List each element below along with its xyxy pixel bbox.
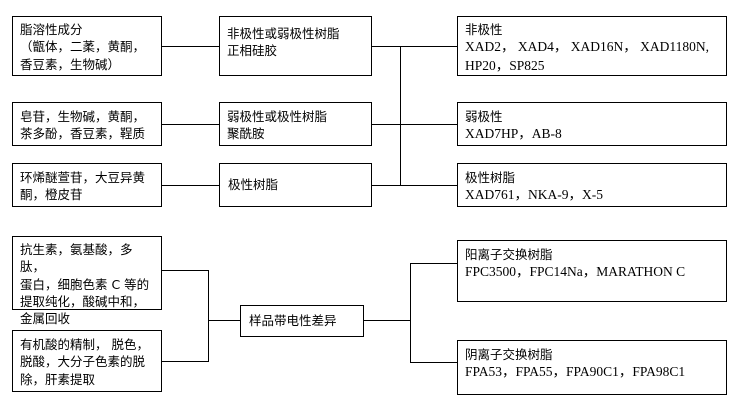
result-row3-line1: XAD761，NKA-9，X-5 <box>465 187 603 203</box>
result-row3-heading: 极性树脂 <box>465 170 516 185</box>
connector-sample-method-row1 <box>162 46 219 47</box>
result-anion-heading: 阴离子交换树脂 <box>465 347 553 362</box>
application-2-line1: 有机酸的精制， 脱色， <box>20 337 149 352</box>
upper-vertical-bus <box>400 46 401 186</box>
result-box-row2: 弱极性 XAD7HP，AB-8 <box>457 102 727 146</box>
result-cation-heading: 阳离子交换树脂 <box>465 247 553 262</box>
application-box-1: 抗生素，氨基酸，多肽， 蛋白，细胞色素 C 等的 提取纯化，酸碱中和， 金属回收 <box>12 236 162 326</box>
method-row3-line1: 极性树脂 <box>228 177 279 193</box>
connector-sample-method-row3 <box>162 185 219 186</box>
ion-exchange-result-box-2: 阴离子交换树脂 FPA53，FPA55，FPA90C1，FPA98C1 <box>457 340 727 395</box>
connector-bracket-result1 <box>410 263 457 264</box>
connector-app2-stub <box>162 361 209 362</box>
result-box-row1: 非极性 XAD2， XAD4， XAD16N， XAD1180N, HP20，S… <box>457 16 727 76</box>
connector-principle-bracket <box>364 320 411 321</box>
connector-method-bus-row1 <box>372 46 457 47</box>
connector-method-bus-row2 <box>372 124 457 125</box>
method-row1-line2: 正相硅胶 <box>227 43 278 59</box>
connector-bracket-principle <box>208 320 240 321</box>
application-1-line1: 抗生素，氨基酸，多肽， <box>20 242 133 275</box>
result-row1-heading: 非极性 <box>465 22 503 37</box>
application-1-line2: 蛋白，细胞色素 C 等的 <box>20 276 150 292</box>
sample-row2-line1: 皂苷，生物碱，黄酮， <box>20 109 146 124</box>
ion-exchange-result-box-1: 阳离子交换树脂 FPC3500，FPC14Na，MARATHON C <box>457 240 727 302</box>
lower-right-bracket <box>410 263 411 363</box>
result-row2-line1: XAD7HP，AB-8 <box>465 126 562 142</box>
method-row1-line1: 非极性或弱极性树脂 <box>227 26 340 41</box>
result-box-row3: 极性树脂 XAD761，NKA-9，X-5 <box>457 163 727 207</box>
lower-left-bracket <box>208 270 209 362</box>
method-row2-line1: 弱极性或极性树脂 <box>227 109 328 124</box>
sample-box-row1: 脂溶性成分 （甑体，二葇，黄酮， 香豆素，生物碱） <box>12 16 162 76</box>
principle-label: 样品带电性差异 <box>249 313 337 329</box>
sample-row1-line1: 脂溶性成分 <box>20 22 83 37</box>
principle-box: 样品带电性差异 <box>240 305 364 337</box>
application-1-line3: 提取纯化，酸碱中和， <box>20 293 146 309</box>
method-box-row1: 非极性或弱极性树脂 正相硅胶 <box>219 16 372 76</box>
method-box-row2: 弱极性或极性树脂 聚酰胺 <box>219 102 372 146</box>
result-row1-line2: HP20，SP825 <box>465 57 545 73</box>
sample-row1-line2: （甑体，二葇，黄酮， <box>20 39 146 55</box>
sample-row1-line3: 香豆素，生物碱） <box>20 56 121 72</box>
result-row2-heading: 弱极性 <box>465 109 503 124</box>
sample-row2-line2: 茶多酚，香豆素，鞓质 <box>20 126 146 142</box>
sample-box-row2: 皂苷，生物碱，黄酮， 茶多酚，香豆素，鞓质 <box>12 102 162 146</box>
application-box-2: 有机酸的精制， 脱色， 脱酸，大分子色素的脱 除，肝素提取 <box>12 330 162 392</box>
application-2-line2: 脱酸，大分子色素的脱 <box>20 354 146 370</box>
sample-box-row3: 环烯醚萱苷，大豆异黄 酮，橙皮苷 <box>12 163 162 207</box>
connector-sample-method-row2 <box>162 124 219 125</box>
method-box-row3: 极性树脂 <box>219 163 372 207</box>
result-cation-line1: FPC3500，FPC14Na，MARATHON C <box>465 264 686 280</box>
result-anion-line1: FPA53，FPA55，FPA90C1，FPA98C1 <box>465 364 686 380</box>
connector-app1-stub <box>162 270 209 271</box>
connector-method-bus-row3 <box>372 185 457 186</box>
sample-row3-line1: 环烯醚萱苷，大豆异黄 <box>20 170 146 185</box>
application-1-line4: 金属回收 <box>20 311 71 326</box>
sample-row3-line2: 酮，橙皮苷 <box>20 187 83 203</box>
method-row2-line2: 聚酰胺 <box>227 126 265 142</box>
connector-bracket-result2 <box>410 362 457 363</box>
application-2-line3: 除，肝素提取 <box>20 371 96 387</box>
result-row1-line1: XAD2， XAD4， XAD16N， XAD1180N, <box>465 39 709 55</box>
